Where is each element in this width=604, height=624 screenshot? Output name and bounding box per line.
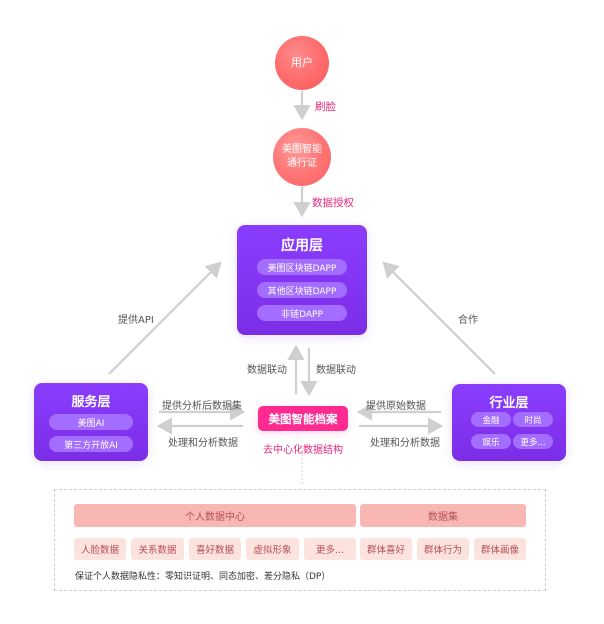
user-node: 用户 (275, 36, 329, 90)
data-cell: 关系数据 (131, 538, 184, 560)
data-link-left-label: 数据联动 (247, 365, 287, 376)
decentralized-data-structure-label: 去中心化数据结构 (263, 445, 343, 456)
industry-layer-box: 行业层 金融 时尚 娱乐 更多... (452, 384, 566, 461)
data-cell: 虚拟形象 (246, 538, 299, 560)
data-cell: 喜好数据 (189, 538, 241, 560)
data-cell: 群体喜好 (360, 538, 412, 560)
left-process-label: 处理和分析数据 (168, 438, 238, 449)
api-label: 提供API (118, 315, 154, 326)
dataset-bar: 数据集 (360, 504, 526, 527)
industry-layer-item: 娱乐 (471, 434, 511, 449)
industry-layer-title: 行业层 (489, 396, 529, 411)
application-layer-item: 其他区块链DAPP (257, 282, 347, 298)
right-process-label: 处理和分析数据 (370, 438, 440, 449)
data-link-right-label: 数据联动 (316, 365, 356, 376)
data-cell: 群体画像 (474, 538, 526, 560)
privacy-note: 保证个人数据隐私性：零知识证明、同态加密、差分隐私（DP） (75, 572, 331, 582)
data-cell: 更多... (304, 538, 356, 560)
right-provide-label: 提供原始数据 (366, 401, 426, 412)
industry-layer-item: 金融 (471, 412, 511, 427)
left-provide-label: 提供分析后数据集 (162, 401, 242, 412)
industry-to-app-arrow (382, 261, 496, 375)
meitu-smart-archive-box: 美图智能档案 (258, 406, 348, 431)
service-layer-item: 美图AI (49, 414, 133, 430)
face-scan-label: 刷脸 (315, 101, 336, 113)
application-layer-box: 应用层 美图区块链DAPP 其他区块链DAPP 非链DAPP (237, 225, 367, 335)
service-layer-box: 服务层 美图AI 第三方开放AI (34, 383, 148, 461)
meitu-smart-pass-node: 美图智能 通行证 (273, 128, 331, 186)
application-layer-item: 非链DAPP (257, 305, 347, 321)
application-layer-item: 美图区块链DAPP (257, 259, 347, 275)
cooperation-label: 合作 (458, 315, 478, 326)
data-cell: 群体行为 (417, 538, 469, 560)
service-to-app-arrow (108, 261, 222, 375)
data-authorization-label: 数据授权 (312, 197, 354, 209)
application-layer-title: 应用层 (281, 238, 323, 254)
service-layer-item: 第三方开放AI (49, 436, 133, 452)
industry-layer-item: 更多... (513, 434, 553, 449)
data-cell: 人脸数据 (74, 538, 126, 560)
industry-layer-item: 时尚 (513, 412, 553, 427)
personal-data-center-bar: 个人数据中心 (74, 504, 356, 527)
service-layer-title: 服务层 (71, 395, 111, 410)
